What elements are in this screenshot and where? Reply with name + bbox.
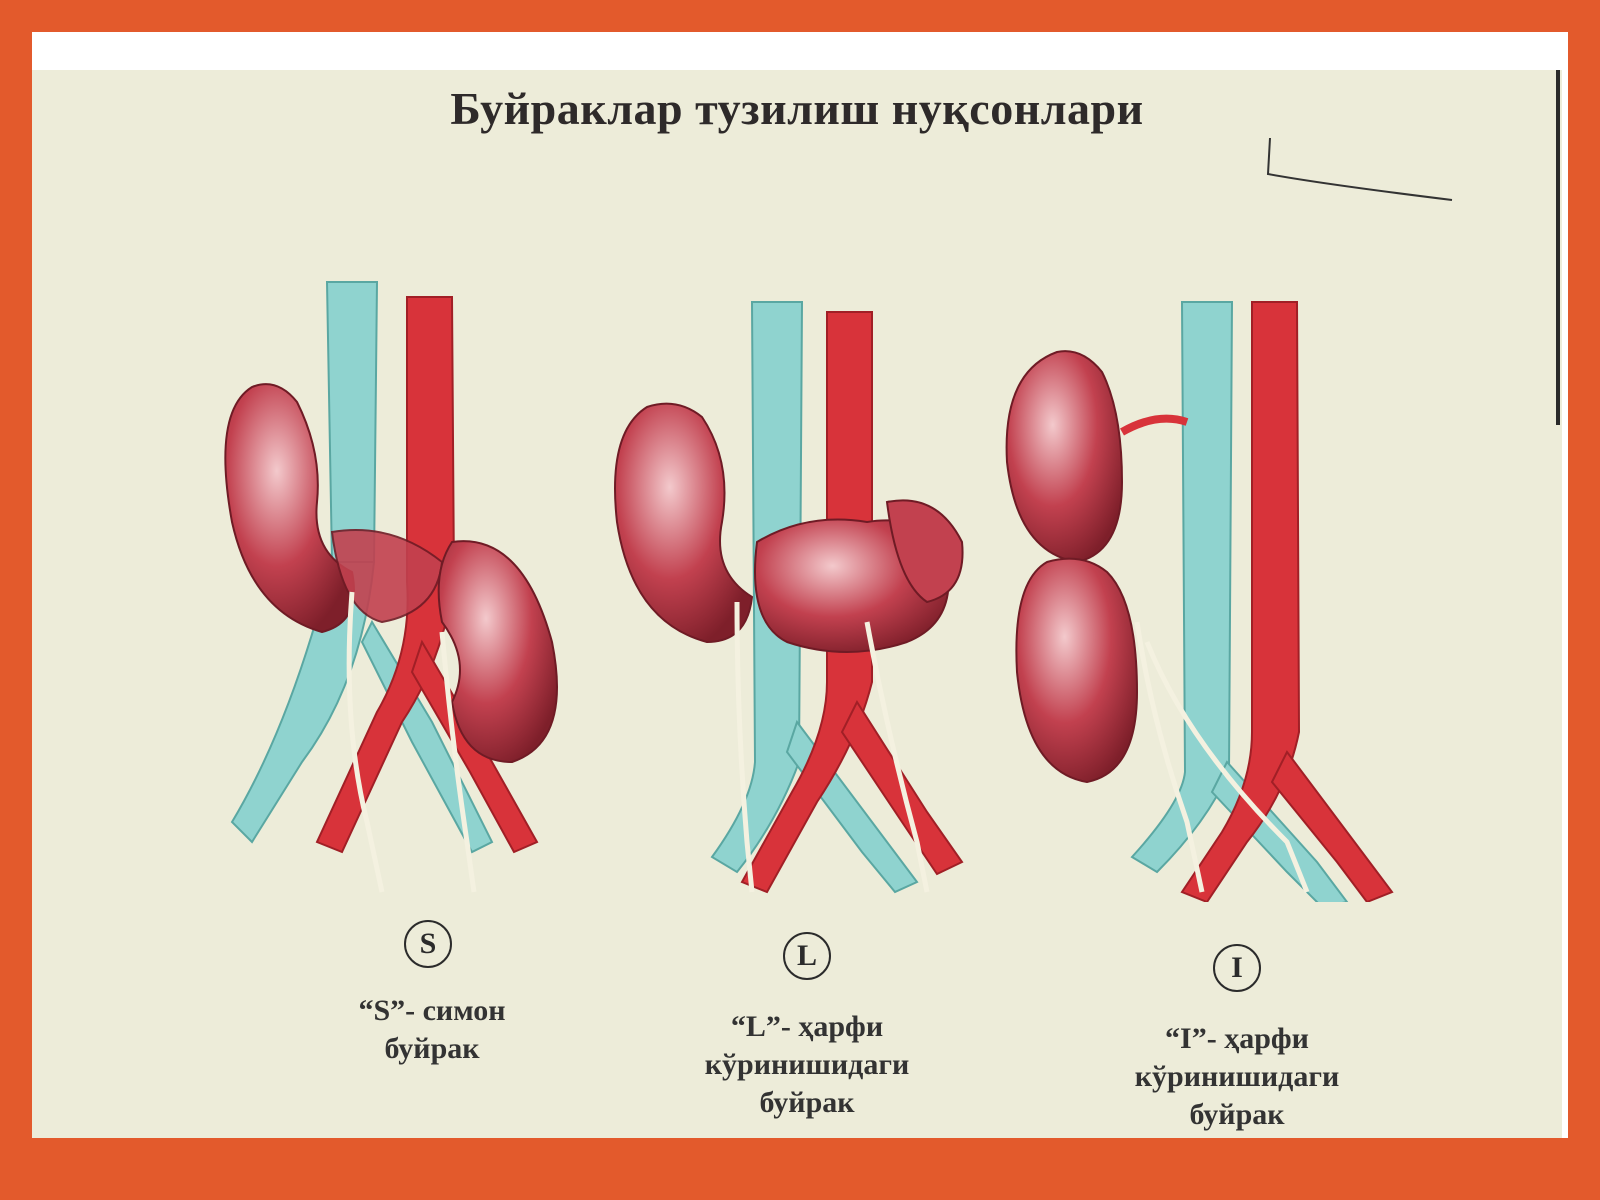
i-shaped-kidney-figure: I “I”- ҳарфи кўринишидаги буйрак [987,202,1427,1131]
ureter-right [439,631,477,893]
upper-kidney [1005,350,1124,564]
ureter-left [346,591,385,893]
slide-frame: Буйраклар тузилиш нуқсонлари [32,32,1568,1138]
ureter-left [1134,621,1205,893]
ureter-right [1144,641,1310,893]
caption-s-line2: буйрак [384,1032,480,1065]
l-shaped-kidney-figure: L “L”- ҳарфи кўринишидаги буйрак [587,202,1027,1119]
lower-kidney-pole [885,499,964,604]
page-edge-shadow [1556,70,1560,425]
figure-badge-s: S [404,920,452,968]
caption-l: “L”- ҳарфи кўринишидаги буйрак [607,1008,1007,1122]
caption-s: “S”- симон буйрак [232,992,632,1068]
vena-cava-upper [325,281,379,563]
renal-vessel [1120,414,1189,436]
caption-l-line3: буйрак [759,1086,855,1119]
vena-cava-lower [230,561,376,844]
ureter-left [734,601,755,893]
caption-i-line3: буйрак [1189,1098,1285,1131]
aorta [740,311,873,894]
i-kidney-illustration [1005,301,1394,902]
caption-s-line1: “S”- симон [358,994,506,1027]
upper-kidney [614,402,754,644]
caption-i: “I”- ҳарфи кўринишидаги буйрак [1037,1020,1437,1134]
caption-i-line1: “I”- ҳарфи [1165,1022,1309,1055]
caption-i-line2: кўринишидаги [1134,1060,1340,1093]
aorta [1180,301,1301,902]
caption-l-line2: кўринишидаги [704,1048,910,1081]
s-shaped-kidney-figure: S “S”- симон буйрак [192,202,632,1065]
iliac-artery-right [1270,750,1394,902]
lower-kidney [437,540,558,764]
s-kidney-illustration [224,281,558,893]
caption-l-line1: “L”- ҳарфи [730,1010,884,1043]
lower-kidney [1015,557,1139,784]
pen-mark [1266,137,1453,201]
page-title: Буйраклар тузилиш нуқсонлари [450,83,1144,134]
l-kidney-illustration [614,301,964,894]
figure-badge-l: L [783,932,831,980]
ureter-right [864,621,930,893]
figure-badge-i: I [1213,944,1261,992]
